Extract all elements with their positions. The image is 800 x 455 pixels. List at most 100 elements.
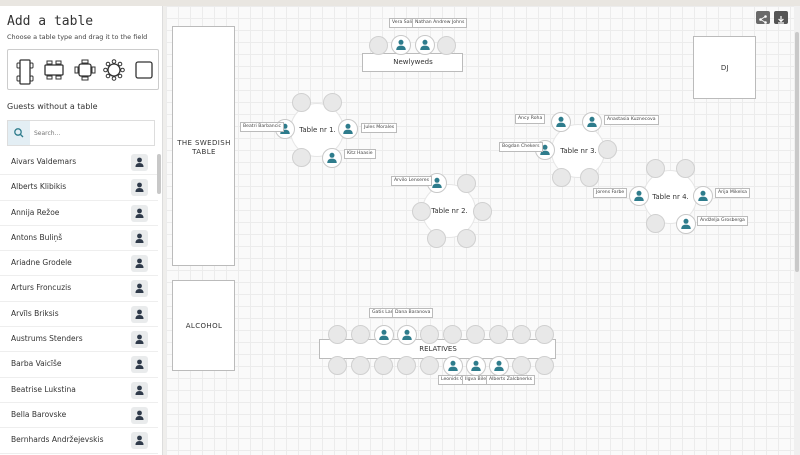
relatives-label: RELATIVES <box>419 345 457 353</box>
person-icon <box>402 329 412 340</box>
seating-canvas[interactable]: THE SWEDISH TABLE ALCOHOL DJ Newlyweds V… <box>166 6 794 455</box>
seat[interactable] <box>535 325 554 344</box>
guest-person-button[interactable] <box>131 280 148 298</box>
person-icon <box>135 334 144 345</box>
seat[interactable] <box>328 325 347 344</box>
guest-tag: Kitz Haasie <box>344 149 376 159</box>
seat-occupied[interactable] <box>676 214 696 234</box>
guest-name: Bernhards Andržejevskis <box>11 435 104 445</box>
seat[interactable] <box>323 93 342 112</box>
guest-person-button[interactable] <box>131 406 148 424</box>
seat[interactable] <box>676 159 695 178</box>
guest-person-button[interactable] <box>131 331 148 349</box>
seat[interactable] <box>457 229 476 248</box>
rect-table-icon[interactable] <box>42 59 64 81</box>
seat-occupied[interactable] <box>338 119 358 139</box>
guest-person-button[interactable] <box>131 381 148 399</box>
seat-occupied[interactable] <box>397 325 417 345</box>
download-button[interactable] <box>774 11 788 24</box>
guest-person-button[interactable] <box>131 255 148 273</box>
seat-occupied[interactable] <box>374 325 394 345</box>
guest-row[interactable]: Alberts Klibikis <box>0 175 158 201</box>
guest-person-button[interactable] <box>131 229 148 247</box>
newlyweds-table[interactable]: Newlyweds <box>362 53 463 72</box>
seat[interactable] <box>412 202 431 221</box>
dj-label: DJ <box>720 64 730 72</box>
seat[interactable] <box>512 325 531 344</box>
guest-person-button[interactable] <box>131 356 148 374</box>
sidebar-subtitle: Choose a table type and drag it to the f… <box>7 33 148 41</box>
search-input[interactable] <box>34 126 144 140</box>
sidebar-scrollbar[interactable] <box>157 154 161 194</box>
guest-person-button[interactable] <box>131 154 148 171</box>
seat[interactable] <box>552 168 571 187</box>
square-table-icon[interactable] <box>74 59 96 81</box>
guest-row[interactable]: Barba Vaicīše <box>0 352 158 378</box>
guest-row[interactable]: Austrums Stenders <box>0 327 158 353</box>
guest-row[interactable]: Aivars Valdemars <box>0 150 158 176</box>
guest-person-button[interactable] <box>131 305 148 323</box>
seat[interactable] <box>292 148 311 167</box>
blank-table-icon[interactable] <box>133 59 155 81</box>
seat[interactable] <box>427 229 446 248</box>
seat[interactable] <box>466 325 485 344</box>
seat[interactable] <box>397 356 416 375</box>
seat[interactable] <box>420 325 439 344</box>
guest-row[interactable]: Beatrise Lukstina <box>0 378 158 403</box>
seat[interactable] <box>437 36 456 55</box>
seat[interactable] <box>351 325 370 344</box>
seat[interactable] <box>351 356 370 375</box>
guest-person-button[interactable] <box>131 204 148 222</box>
alcohol-area[interactable]: ALCOHOL <box>172 280 235 371</box>
seat-occupied[interactable] <box>443 356 463 376</box>
guest-row[interactable]: Bella Barovske <box>0 403 158 429</box>
seat[interactable] <box>420 356 439 375</box>
seat-occupied[interactable] <box>629 186 649 206</box>
seat[interactable] <box>512 356 531 375</box>
seat-occupied[interactable] <box>322 148 342 168</box>
seat-occupied[interactable] <box>415 35 435 55</box>
seat-occupied[interactable] <box>693 186 713 206</box>
table-type-picker <box>7 49 159 90</box>
seat[interactable] <box>646 214 665 233</box>
seat-occupied[interactable] <box>391 35 411 55</box>
seat[interactable] <box>369 36 388 55</box>
long-table-icon[interactable] <box>14 59 36 85</box>
guest-row[interactable]: Antons Buliņš <box>0 226 158 252</box>
guest-name: Alberts Klibikis <box>11 182 67 192</box>
person-icon <box>634 190 644 201</box>
seat[interactable] <box>292 93 311 112</box>
share-button[interactable] <box>756 11 770 24</box>
seat[interactable] <box>374 356 393 375</box>
seat[interactable] <box>598 140 617 159</box>
guest-tag: Anastasia Kuznecova <box>604 115 659 125</box>
guest-person-button[interactable] <box>131 432 148 450</box>
guest-row[interactable]: Arturs Froncuzis <box>0 276 158 302</box>
round-table-icon[interactable] <box>103 59 125 81</box>
seat[interactable] <box>489 325 508 344</box>
canvas-scrollbar[interactable] <box>795 32 799 272</box>
seat-occupied[interactable] <box>466 356 486 376</box>
seat[interactable] <box>328 356 347 375</box>
guest-person-button[interactable] <box>131 179 148 197</box>
seat[interactable] <box>535 356 554 375</box>
search-icon[interactable] <box>8 121 30 145</box>
seat-occupied[interactable] <box>582 112 602 132</box>
guest-name: Barba Vaicīše <box>11 359 62 369</box>
dj-area[interactable]: DJ <box>693 36 756 99</box>
guest-row[interactable]: Ariadne Grodele <box>0 251 158 277</box>
guest-row[interactable]: Bernhards Andržejevskis <box>0 428 158 454</box>
guest-tag: Alberts Zalcbnerks <box>486 375 536 385</box>
seat-occupied[interactable] <box>489 356 509 376</box>
guest-row[interactable]: Arvīls Briksis <box>0 302 158 328</box>
seat[interactable] <box>473 202 492 221</box>
person-icon <box>540 144 550 155</box>
seat[interactable] <box>457 174 476 193</box>
swedish-table-area[interactable]: THE SWEDISH TABLE <box>172 26 235 266</box>
guest-row[interactable]: Annija Režoe <box>0 201 158 226</box>
seat[interactable] <box>443 325 462 344</box>
seat[interactable] <box>580 168 599 187</box>
seat-occupied[interactable] <box>551 112 571 132</box>
seat[interactable] <box>646 159 665 178</box>
